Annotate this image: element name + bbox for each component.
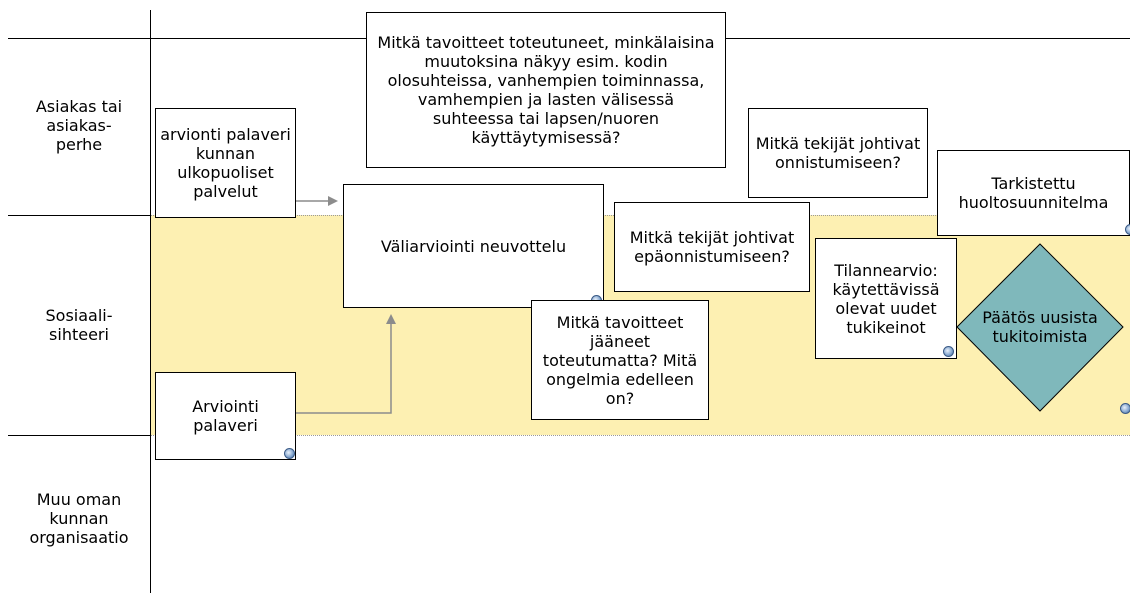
- goals-achieved-question-text: Mitkä tavoitteet toteutuneet, minkälaisi…: [377, 33, 715, 147]
- gear-icon[interactable]: [943, 346, 954, 357]
- lane-label-customer: Asiakas tai asiakas- perhe: [35, 97, 123, 154]
- decision-text: Päätös uusista tukitoimista: [982, 308, 1098, 346]
- situation-assessment-box[interactable]: Tilannearvio: käytettävissä olevat uudet…: [815, 238, 957, 359]
- failure-factors-question-text: Mitkä tekijät johtivat epäonnistumiseen?: [629, 228, 795, 266]
- evaluation-meeting-external-box[interactable]: arvionti palaveri kunnan ulkopuoliset pa…: [155, 108, 296, 218]
- success-factors-question-text: Mitkä tekijät johtivat onnistumiseen?: [755, 134, 921, 172]
- goals-unmet-question-box[interactable]: Mitkä tavoitteet jääneet toteutumatta? M…: [531, 300, 709, 420]
- gear-icon[interactable]: [1125, 224, 1130, 235]
- interim-evaluation-box[interactable]: Väliarviointi neuvottelu: [343, 184, 604, 308]
- evaluation-meeting-external-text: arvionti palaveri kunnan ulkopuoliset pa…: [160, 125, 291, 201]
- goals-achieved-question-box[interactable]: Mitkä tavoitteet toteutuneet, minkälaisi…: [366, 12, 726, 168]
- success-factors-question-box[interactable]: Mitkä tekijät johtivat onnistumiseen?: [748, 108, 928, 198]
- lane-label-other-org: Muu oman kunnan organisaatio: [29, 490, 129, 547]
- evaluation-meeting-text: Arviointi palaveri: [192, 397, 259, 435]
- connector-evaluation-to-interim: [296, 314, 396, 414]
- evaluation-meeting-box[interactable]: Arviointi palaveri: [155, 372, 296, 460]
- failure-factors-question-box[interactable]: Mitkä tekijät johtivat epäonnistumiseen?: [614, 202, 810, 292]
- lane-separator-1: [8, 215, 151, 216]
- gear-icon[interactable]: [1120, 403, 1130, 414]
- lane-header-divider: [150, 10, 151, 593]
- gear-icon[interactable]: [284, 448, 295, 459]
- revised-plan-box[interactable]: Tarkistettu huoltosuunnitelma: [937, 150, 1130, 236]
- lane-label-social-worker: Sosiaali- sihteeri: [45, 306, 113, 344]
- situation-assessment-text: Tilannearvio: käytettävissä olevat uudet…: [832, 260, 940, 337]
- revised-plan-text: Tarkistettu huoltosuunnitelma: [958, 174, 1109, 212]
- goals-unmet-question-text: Mitkä tavoitteet jääneet toteutumatta? M…: [542, 312, 698, 408]
- interim-evaluation-text: Väliarviointi neuvottelu: [380, 236, 567, 256]
- lane-separator-2-dotted: [151, 435, 1130, 436]
- lane-separator-2: [8, 435, 151, 436]
